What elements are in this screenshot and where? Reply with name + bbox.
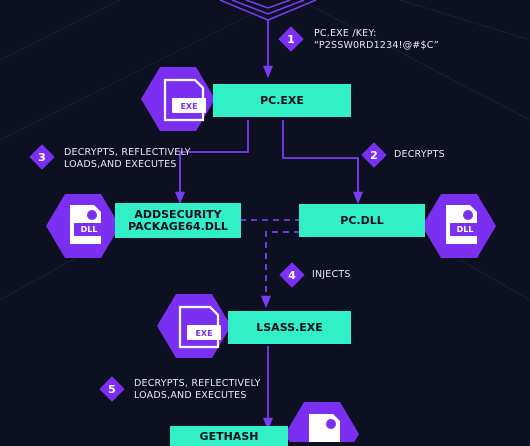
step-5-line2: LOADS,AND EXECUTES bbox=[134, 390, 247, 401]
addsecurity-label-line1: ADDSECURITY bbox=[134, 207, 222, 221]
lsass-icon-label: EXE bbox=[195, 328, 213, 338]
pc-exe-label: PC.EXE bbox=[260, 93, 304, 107]
background-pattern bbox=[0, 0, 530, 301]
lsass-node: LSASS.EXE bbox=[228, 311, 351, 344]
addsecurity-label-line2: PACKAGE64.DLL bbox=[128, 219, 228, 233]
step-5-badge bbox=[99, 376, 125, 402]
pc-dll-node: PC.DLL bbox=[299, 204, 425, 237]
step-3-number: 3 bbox=[38, 150, 46, 164]
dll-file-icon bbox=[309, 414, 340, 442]
pc-dll-label: PC.DLL bbox=[340, 213, 384, 227]
dll-file-icon bbox=[70, 205, 104, 244]
step-4-number: 4 bbox=[288, 268, 296, 282]
dll-file-icon bbox=[446, 205, 480, 244]
step-2-number: 2 bbox=[370, 148, 378, 162]
step-4-text: INJECTS bbox=[312, 269, 351, 281]
step-5-line1: DECRYPTS, REFLECTIVELY bbox=[134, 378, 261, 389]
top-decoration bbox=[219, 0, 317, 21]
step-3-line1: DECRYPTS, REFLECTIVELY bbox=[64, 147, 191, 158]
arrow-pc-dll-to-lsass bbox=[260, 231, 300, 309]
step-1-text: PC.EXE /KEY: “P2SSW0RD1234!@#$C” bbox=[314, 28, 439, 52]
step-4-line1: INJECTS bbox=[312, 269, 351, 280]
step-2-line1: DECRYPTS bbox=[394, 149, 445, 160]
addsecurity-icon-label: DLL bbox=[80, 224, 98, 234]
lsass-label: LSASS.EXE bbox=[256, 320, 323, 334]
step-2-badge bbox=[361, 142, 387, 168]
pc-dll-icon-label: DLL bbox=[456, 224, 474, 234]
step-2-text: DECRYPTS bbox=[394, 149, 445, 161]
step-5-text: DECRYPTS, REFLECTIVELY LOADS,AND EXECUTE… bbox=[134, 378, 261, 402]
addsecurity-node: ADDSECURITY PACKAGE64.DLL bbox=[115, 203, 241, 238]
step-3-text: DECRYPTS, REFLECTIVELY LOADS,AND EXECUTE… bbox=[64, 147, 191, 171]
exe-file-icon bbox=[163, 78, 206, 122]
pc-exe-icon-label: EXE bbox=[180, 101, 198, 111]
step-1-line2: “P2SSW0RD1234!@#$C” bbox=[314, 40, 439, 51]
step-4-badge bbox=[279, 262, 305, 288]
connectors bbox=[174, 20, 364, 431]
gethash-node: GETHASH bbox=[170, 426, 288, 446]
step-1-badge bbox=[278, 26, 304, 52]
step-1-line1: PC.EXE /KEY: bbox=[314, 28, 377, 39]
arrow-pc-exe-to-addsecurity bbox=[174, 120, 249, 205]
step-3-line2: LOADS,AND EXECUTES bbox=[64, 159, 177, 170]
step-5-number: 5 bbox=[108, 382, 116, 396]
arrow-pc-exe-to-pc-dll bbox=[282, 120, 364, 205]
exe-file-icon bbox=[178, 305, 221, 349]
pc-exe-node: PC.EXE bbox=[213, 84, 351, 117]
step-1-number: 1 bbox=[287, 32, 295, 46]
gethash-label: GETHASH bbox=[199, 430, 259, 443]
